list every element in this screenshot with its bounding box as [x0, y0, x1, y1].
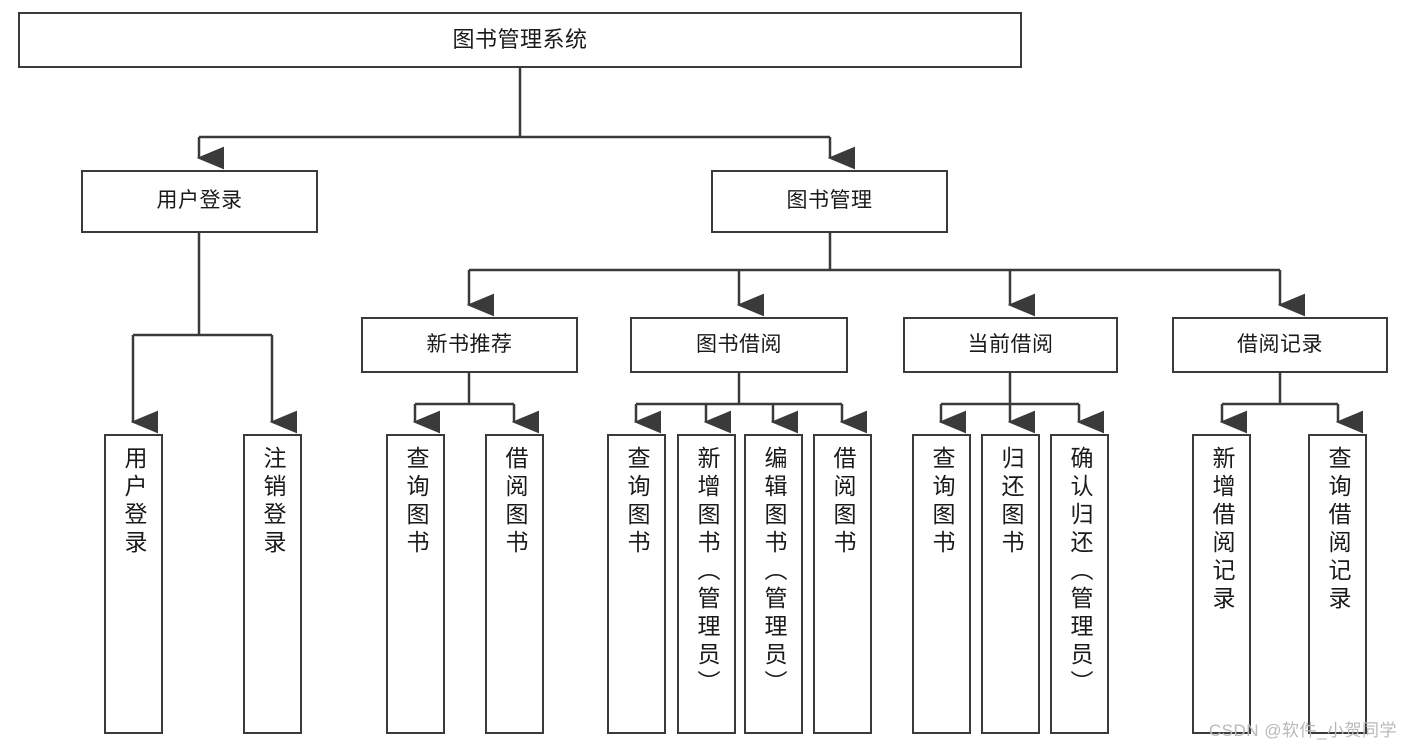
node-current-borrow[interactable]: 当前借阅: [903, 317, 1118, 373]
leaf-recommend-borrow-book[interactable]: 借阅图书: [485, 434, 544, 734]
leaf-current-return-book-label: 归还图书: [998, 446, 1024, 558]
node-book-management-label: 图书管理: [786, 189, 873, 213]
leaf-current-query-book-label: 查询图书: [929, 446, 955, 558]
csdn-watermark: CSDN @软件_小贺同学: [1208, 721, 1397, 740]
node-user-login-label: 用户登录: [156, 189, 243, 213]
leaf-record-add-record-label: 新增借阅记录: [1209, 446, 1235, 614]
leaf-borrow-query-book[interactable]: 查询图书: [607, 434, 666, 734]
leaf-borrow-add-book-admin-label: 新增图书（管理员）: [694, 446, 720, 698]
node-new-book-recommend-label: 新书推荐: [426, 332, 513, 356]
leaf-record-add-record[interactable]: 新增借阅记录: [1192, 434, 1251, 734]
node-root-label: 图书管理系统: [452, 27, 588, 53]
leaf-current-query-book[interactable]: 查询图书: [912, 434, 971, 734]
node-book-borrow-label: 图书借阅: [696, 332, 782, 356]
node-user-login[interactable]: 用户登录: [81, 170, 318, 233]
leaf-recommend-query-book-label: 查询图书: [403, 446, 429, 558]
leaf-user-login-signout-label: 注销登录: [260, 446, 286, 558]
leaf-borrow-add-book-admin[interactable]: 新增图书（管理员）: [677, 434, 736, 734]
leaf-borrow-borrow-book-label: 借阅图书: [830, 446, 856, 558]
leaf-user-login-signout[interactable]: 注销登录: [243, 434, 302, 734]
leaf-recommend-borrow-book-label: 借阅图书: [502, 446, 528, 558]
leaf-borrow-borrow-book[interactable]: 借阅图书: [813, 434, 872, 734]
node-borrow-record[interactable]: 借阅记录: [1172, 317, 1388, 373]
node-root[interactable]: 图书管理系统: [18, 12, 1022, 68]
leaf-current-confirm-return-admin-label: 确认归还（管理员）: [1067, 446, 1093, 698]
leaf-record-query-record-label: 查询借阅记录: [1325, 446, 1351, 614]
leaf-borrow-edit-book-admin-label: 编辑图书（管理员）: [761, 446, 787, 698]
node-book-borrow[interactable]: 图书借阅: [630, 317, 848, 373]
leaf-record-query-record[interactable]: 查询借阅记录: [1308, 434, 1367, 734]
leaf-borrow-query-book-label: 查询图书: [624, 446, 650, 558]
leaf-user-login-signin[interactable]: 用户登录: [104, 434, 163, 734]
node-borrow-record-label: 借阅记录: [1237, 332, 1323, 356]
node-current-borrow-label: 当前借阅: [967, 332, 1054, 356]
leaf-borrow-edit-book-admin[interactable]: 编辑图书（管理员）: [744, 434, 803, 734]
leaf-current-confirm-return-admin[interactable]: 确认归还（管理员）: [1050, 434, 1109, 734]
leaf-recommend-query-book[interactable]: 查询图书: [386, 434, 445, 734]
leaf-current-return-book[interactable]: 归还图书: [981, 434, 1040, 734]
leaf-user-login-signin-label: 用户登录: [121, 446, 147, 558]
node-new-book-recommend[interactable]: 新书推荐: [361, 317, 578, 373]
node-book-management[interactable]: 图书管理: [711, 170, 948, 233]
